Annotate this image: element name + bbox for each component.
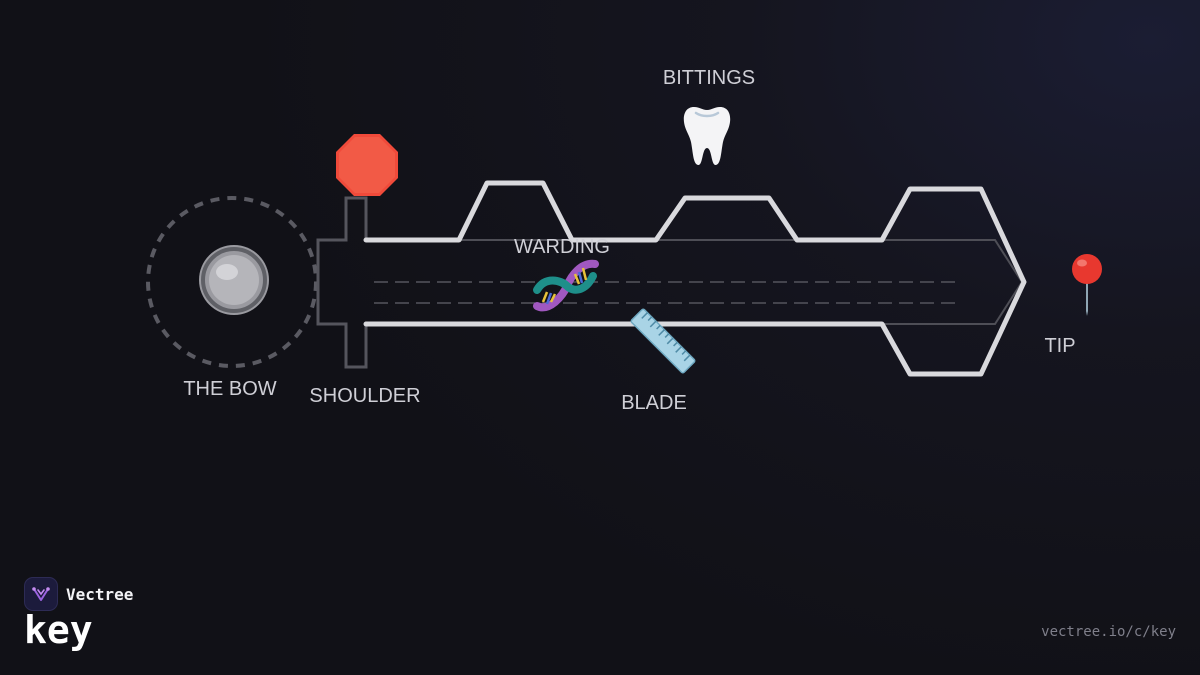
key-outline [363,180,1027,377]
ring-icon [199,245,269,315]
page-title: key [24,608,93,652]
label-bow: THE BOW [183,378,277,400]
label-warding: WARDING [514,236,610,258]
label-blade: BLADE [621,392,687,414]
label-tip: TIP [1044,335,1076,357]
source-url[interactable]: vectree.io/c/key [1041,624,1176,640]
ruler-icon [630,308,696,374]
tooth-icon [683,107,731,166]
brand: Vectree [24,577,133,611]
vectree-logo-icon [24,577,58,611]
label-bittings: BITTINGS [662,67,756,89]
brand-name: Vectree [66,584,134,604]
shoulder-collar [316,196,368,369]
stop-sign-icon [336,134,398,196]
bow-ring-outline [146,196,318,368]
pin-icon [1072,254,1102,316]
label-shoulder: SHOULDER [309,385,421,407]
dna-icon [533,259,599,312]
